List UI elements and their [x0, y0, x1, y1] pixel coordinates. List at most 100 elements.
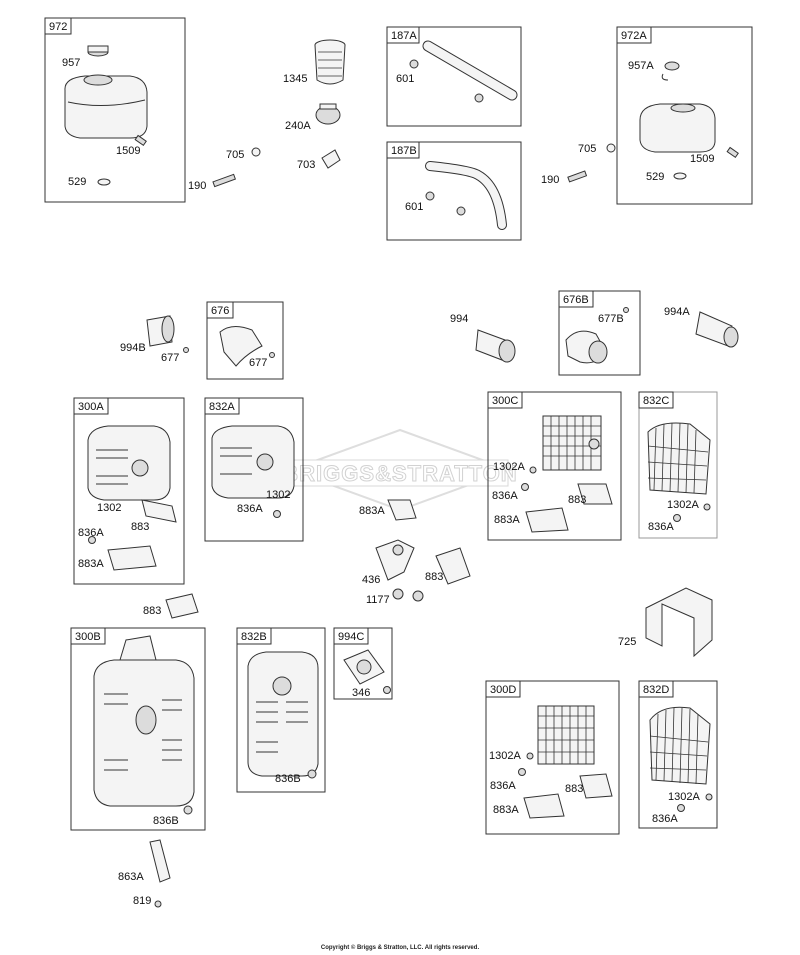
- guard-676B-icon: [565, 307, 629, 364]
- gasket-883Ad-icon: [523, 793, 565, 819]
- label-1302Ab: 1302A: [667, 499, 699, 511]
- watermark-text: BRIGGS&STRATTON: [282, 461, 517, 486]
- guard-676-icon: [219, 326, 275, 367]
- bolt-836Ad-icon: [673, 514, 681, 522]
- fuel-cap-957-icon: [87, 45, 109, 57]
- bolt-836Af-icon: [677, 804, 685, 812]
- screw-1509-icon: [134, 134, 147, 147]
- label-1302Aa: 1302A: [493, 461, 525, 473]
- label-883Ab: 883A: [359, 505, 385, 517]
- label-883e: 883: [565, 783, 583, 795]
- box-187B: 187B: [386, 141, 522, 241]
- label-957A: 957A: [628, 60, 654, 72]
- label-819: 819: [133, 895, 151, 907]
- screw-819-icon: [154, 900, 162, 908]
- bolt-1302Aa-icon: [529, 466, 537, 474]
- washer-705b-icon: [606, 143, 616, 153]
- label-1345: 1345: [283, 73, 307, 85]
- label-836Ad: 836A: [648, 521, 674, 533]
- box-994C: 994C: [333, 627, 393, 700]
- box-label-994C: 994C: [338, 631, 364, 643]
- label-1302Ac: 1302A: [489, 750, 521, 762]
- washer-1302Ab-icon: [703, 503, 711, 511]
- gasket-883Ac-icon: [525, 507, 569, 533]
- washer-705a-icon: [251, 147, 261, 157]
- label-957: 957: [62, 57, 80, 69]
- box-label-972A: 972A: [621, 30, 647, 42]
- bolt-346-icon: [383, 686, 391, 694]
- filter-240A-icon: [315, 103, 341, 125]
- label-529b: 529: [646, 171, 664, 183]
- fuel-line-187A-icon: [422, 40, 518, 101]
- label-994B: 994B: [120, 342, 146, 354]
- box-label-300C: 300C: [492, 395, 518, 407]
- label-601b: 601: [405, 201, 423, 213]
- fuel-cap-957A-icon: [661, 61, 680, 81]
- deflector-994B-icon: [146, 315, 189, 353]
- cage-shield-832C-icon: [647, 422, 711, 495]
- label-883b: 883: [425, 571, 443, 583]
- muffler-300A-icon: [87, 425, 171, 501]
- washer-1302Ad-icon: [705, 793, 713, 801]
- box-label-832C: 832C: [643, 395, 669, 407]
- gasket-883c-icon: [165, 593, 199, 619]
- label-1302Ad: 1302A: [668, 791, 700, 803]
- gasket-883a-icon: [141, 499, 177, 523]
- washer-529-icon: [97, 178, 111, 186]
- box-676B: 676B: [558, 290, 641, 376]
- gasket-883b-icon: [435, 547, 471, 585]
- label-994A: 994A: [664, 306, 690, 318]
- gasket-883Aa-icon: [107, 545, 157, 571]
- label-703: 703: [297, 159, 315, 171]
- cage-shield-832D-icon: [649, 706, 711, 785]
- box-300B: 300B: [70, 627, 206, 831]
- bracket-863A-icon: [149, 839, 171, 883]
- box-676: 676: [206, 301, 284, 380]
- fuel-line-187B-icon: [425, 161, 507, 230]
- muffler-shield-832A-icon: [211, 425, 295, 499]
- label-1509b: 1509: [690, 153, 714, 165]
- label-836Ae: 836A: [490, 780, 516, 792]
- label-529a: 529: [68, 176, 86, 188]
- label-836Ab: 836A: [237, 503, 263, 515]
- box-972: 972: [44, 17, 186, 203]
- bolt-836Ab-icon: [273, 510, 281, 518]
- box-label-300B: 300B: [75, 631, 101, 643]
- label-705a: 705: [226, 149, 244, 161]
- label-836Ba: 836B: [153, 815, 179, 827]
- box-832A: 832A: [204, 397, 304, 542]
- label-346: 346: [352, 687, 370, 699]
- clamp-601a-icon: [409, 59, 484, 103]
- label-677b: 677: [249, 357, 267, 369]
- cage-muffler-300D-icon: [537, 705, 595, 765]
- gasket-883Ab-icon: [387, 499, 417, 521]
- box-label-187B: 187B: [391, 145, 417, 157]
- box-972A: 972A: [616, 26, 753, 205]
- label-705b: 705: [578, 143, 596, 155]
- label-883d: 883: [568, 494, 586, 506]
- cage-muffler-300C-icon: [542, 415, 602, 471]
- box-label-972: 972: [49, 21, 67, 33]
- label-725: 725: [618, 636, 636, 648]
- washer-529b-icon: [673, 172, 687, 180]
- label-863A: 863A: [118, 871, 144, 883]
- box-label-300D: 300D: [490, 684, 516, 696]
- label-190b: 190: [541, 174, 559, 186]
- box-label-832B: 832B: [241, 631, 267, 643]
- box-187A: 187A: [386, 26, 522, 127]
- label-677a: 677: [161, 352, 179, 364]
- label-1302b: 1302: [266, 489, 290, 501]
- box-label-300A: 300A: [78, 401, 104, 413]
- label-1177: 1177: [366, 594, 390, 606]
- gasket-883d-icon: [577, 483, 613, 505]
- box-832D: 832D: [638, 680, 718, 829]
- label-883Ac: 883A: [494, 514, 520, 526]
- briggs-watermark: BRIGGS&STRATTON: [282, 428, 517, 512]
- bolt-190a-icon: [212, 173, 237, 188]
- fuel-tank-972A-icon: [639, 103, 716, 153]
- bolt-190b-icon: [567, 170, 588, 183]
- deflector-994-icon: [475, 329, 516, 363]
- box-832B: 832B: [236, 627, 326, 793]
- bolt-836Ba-icon: [183, 805, 193, 815]
